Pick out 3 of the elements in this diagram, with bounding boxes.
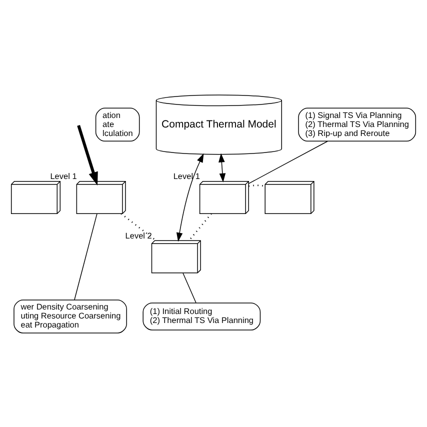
node-label: Level 2 bbox=[125, 230, 152, 240]
node-label: Level 1 bbox=[173, 171, 200, 180]
node-label: Level 1 bbox=[50, 171, 77, 180]
